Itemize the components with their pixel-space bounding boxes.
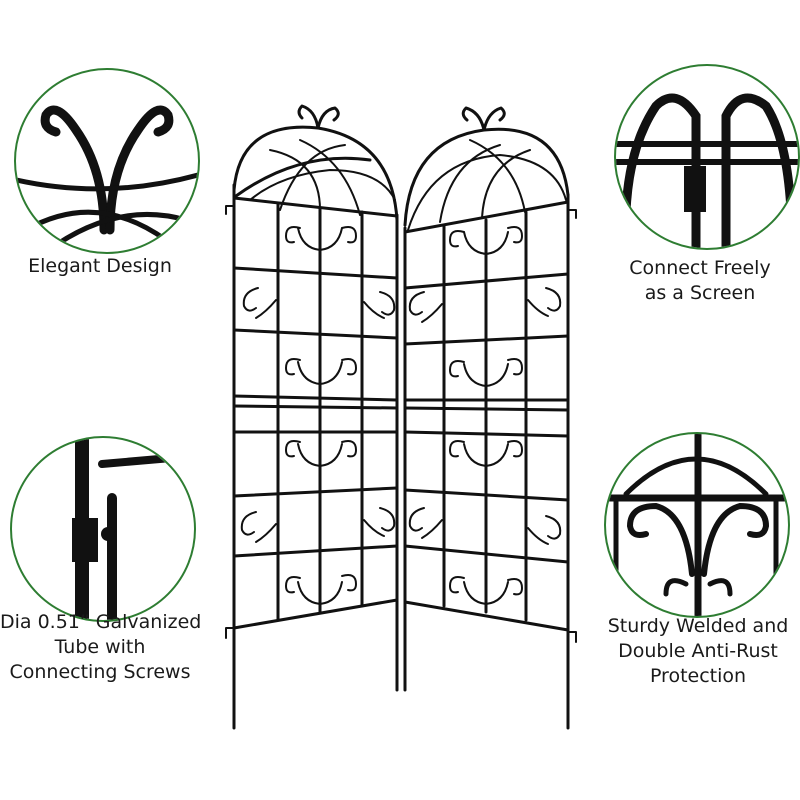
right-trellis-panel — [403, 106, 577, 730]
feature-caption-elegant-design: Elegant Design — [28, 255, 172, 277]
welded-scroll-detail-icon — [604, 432, 790, 618]
feature-caption-connect-freely: Connect Freely as a Screen — [629, 257, 771, 304]
left-trellis-panel — [225, 104, 399, 730]
feature-caption-galvanized-tube: Dia 0.51” Galvanized Tube with Connectin… — [0, 611, 202, 683]
feature-caption-sturdy-welded: Sturdy Welded and Double Anti-Rust Prote… — [607, 615, 789, 687]
scroll-detail-icon — [14, 68, 200, 254]
joint-detail-icon — [614, 64, 800, 250]
tube-screw-detail-icon — [10, 436, 196, 622]
